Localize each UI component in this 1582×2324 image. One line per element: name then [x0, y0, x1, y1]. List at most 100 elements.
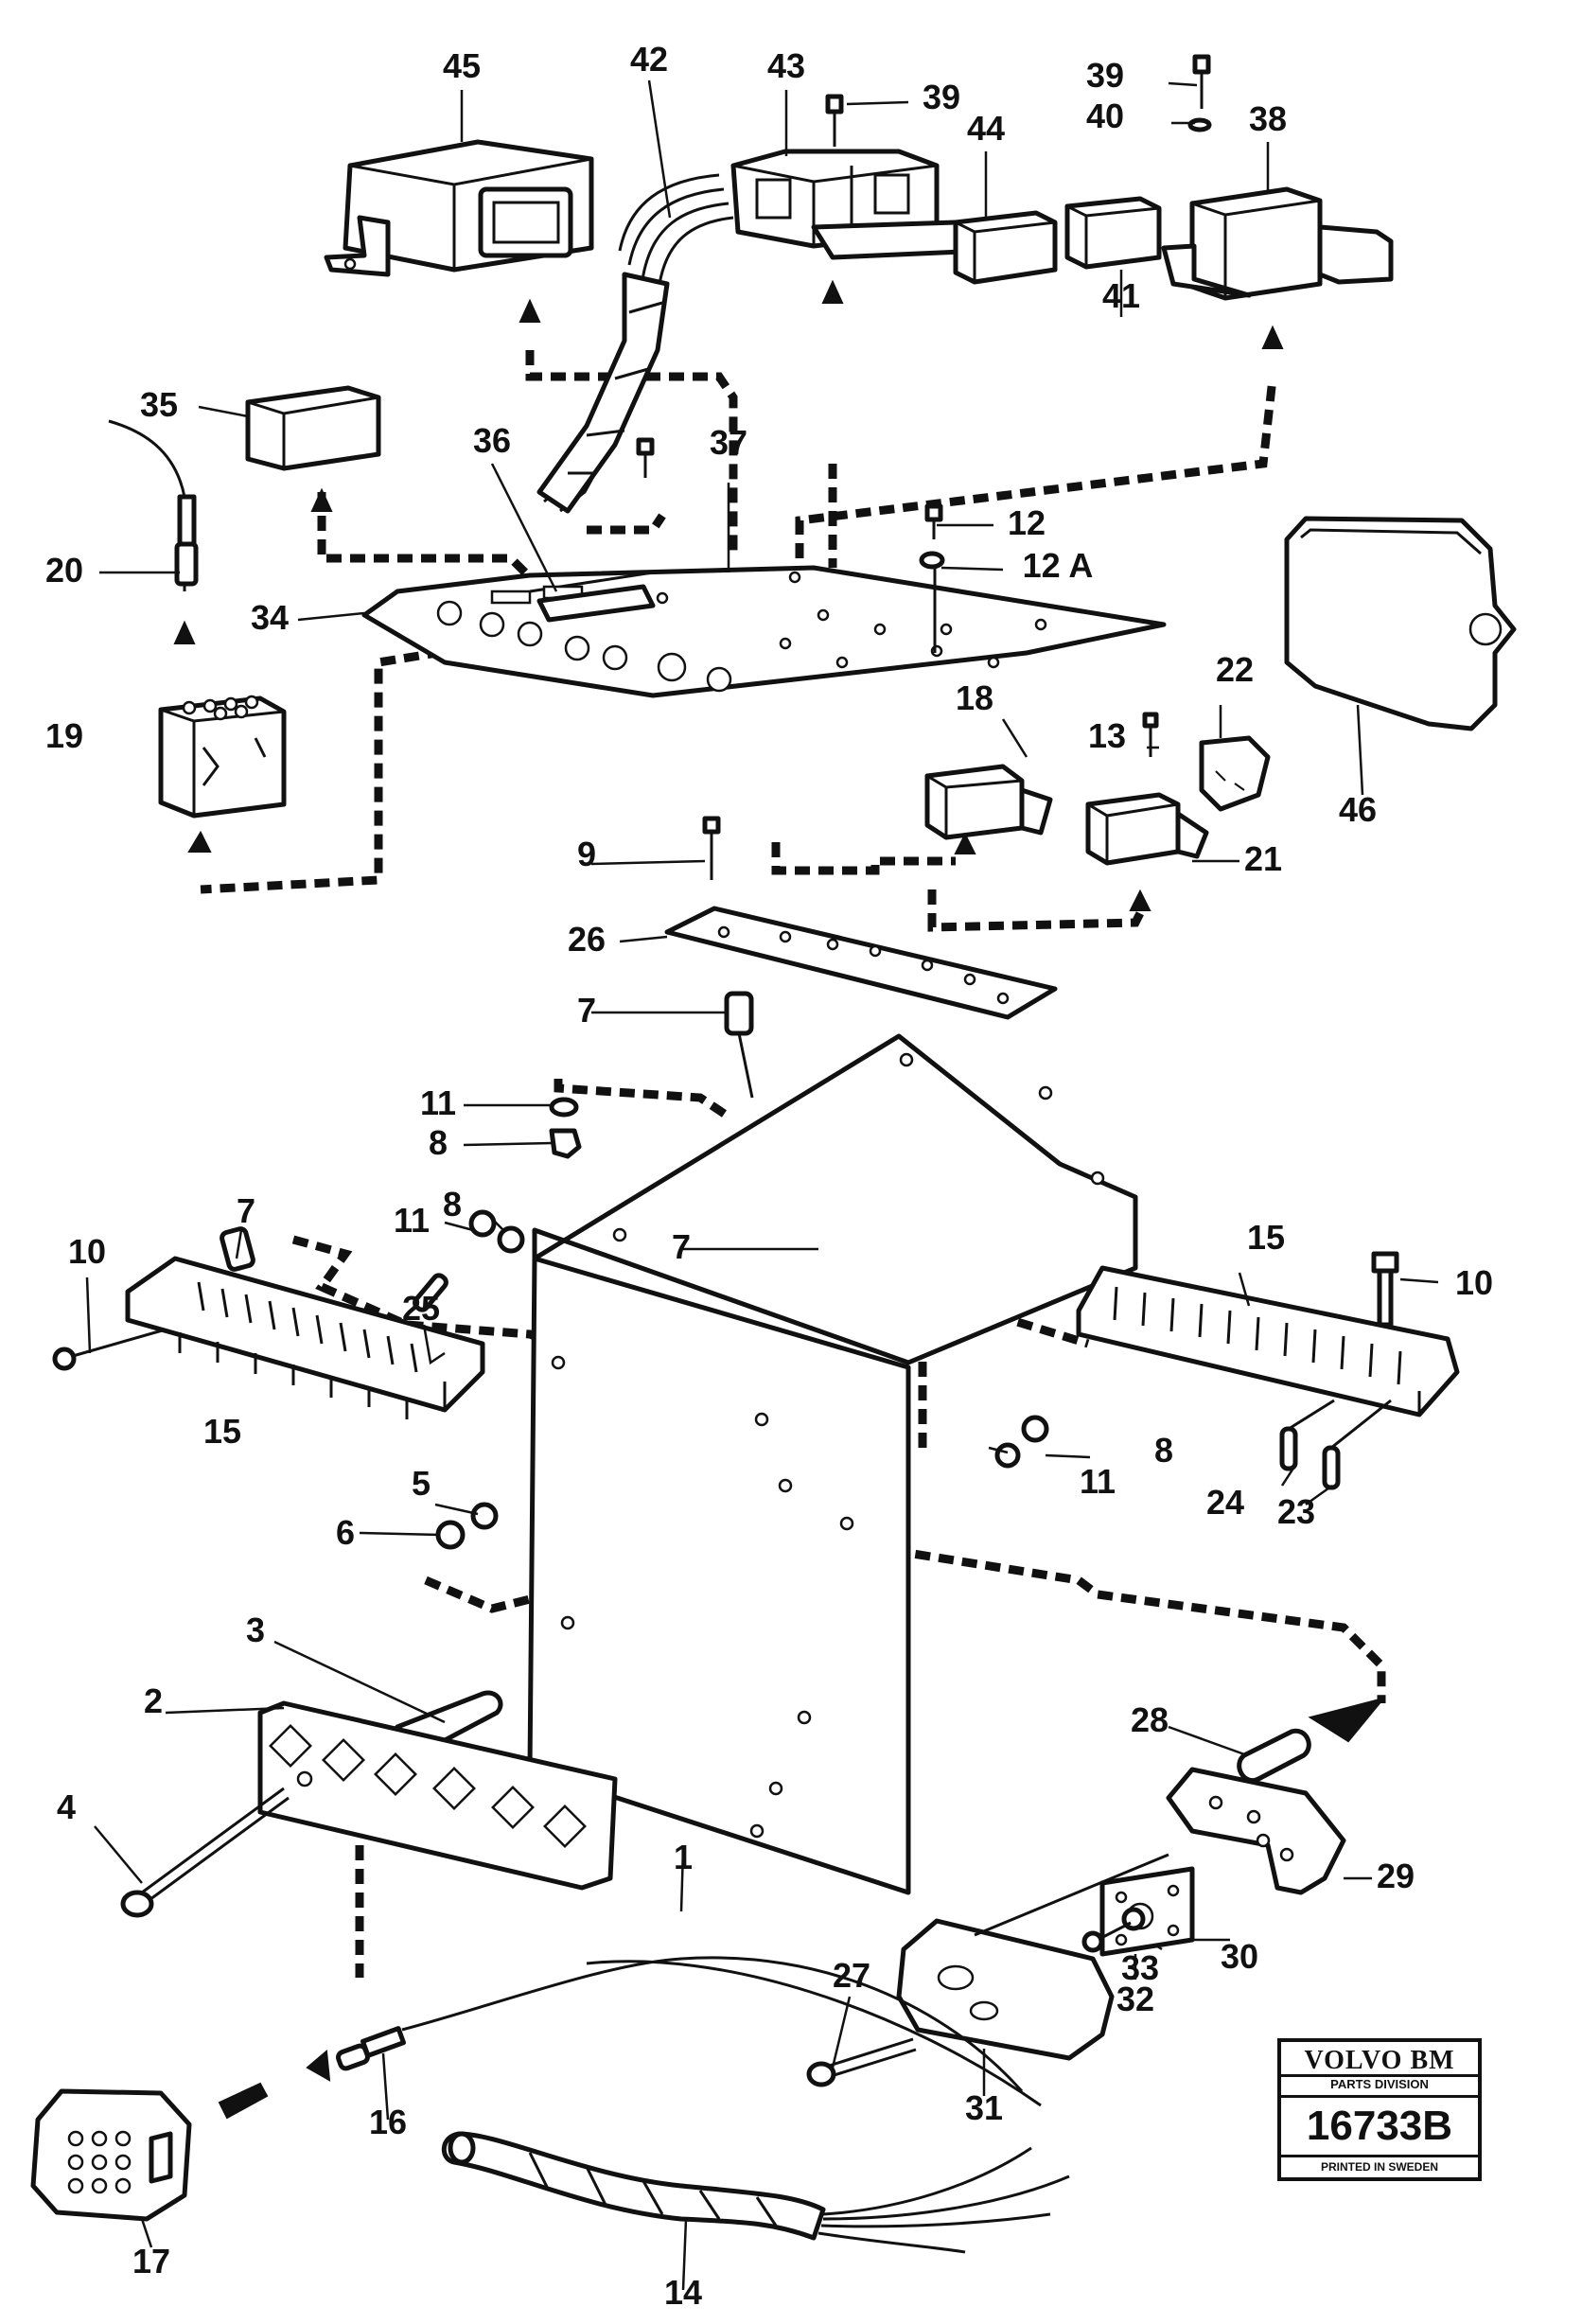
part-label-41: 41	[1102, 276, 1140, 315]
nut-8-washer-11-right	[994, 1415, 1049, 1469]
flasher-38	[1161, 186, 1394, 301]
fusebox-15-right	[1076, 1251, 1460, 1490]
part-label-27: 27	[833, 1956, 870, 1995]
screw-10-left	[52, 1328, 167, 1371]
socket-22	[1199, 735, 1271, 812]
part-label-15a: 15	[203, 1412, 241, 1451]
part-label-33: 33	[1121, 1948, 1159, 1987]
cover-31	[896, 1853, 1169, 2061]
mounting-plate-34	[361, 565, 1167, 698]
part-label-8a: 8	[429, 1123, 448, 1162]
part-label-11c: 11	[1080, 1462, 1116, 1501]
spacer-28	[1237, 1728, 1311, 1784]
part-label-24: 24	[1206, 1483, 1244, 1522]
cover-46	[1284, 516, 1517, 731]
plate-30	[1099, 1866, 1195, 1957]
part-label-14: 14	[664, 2273, 702, 2312]
part-label-16: 16	[369, 2103, 407, 2141]
part-label-9: 9	[577, 835, 596, 873]
connector-17	[30, 2088, 192, 2222]
terminal-16	[336, 1956, 1042, 2107]
screws-upper	[636, 54, 1212, 880]
part-label-17: 17	[132, 2242, 170, 2280]
bolt-4	[120, 1787, 290, 1918]
screw-32-washer-33	[1081, 1907, 1146, 1953]
part-label-13: 13	[1088, 716, 1126, 755]
part-label-18: 18	[956, 678, 993, 717]
bracket-29	[1166, 1767, 1346, 1895]
part-label-40: 40	[1086, 97, 1124, 135]
connector-19	[158, 695, 287, 819]
control-unit-45	[324, 139, 594, 277]
cable-14	[441, 2131, 1070, 2254]
washer-11-nut-8-top	[549, 1097, 582, 1159]
part-label-21: 21	[1244, 839, 1282, 878]
part-label-46: 46	[1339, 790, 1377, 829]
part-label-7b: 7	[672, 1227, 691, 1266]
part-label-26: 26	[568, 920, 606, 959]
part-label-39a: 39	[923, 78, 960, 116]
relay-holder-43	[730, 149, 987, 260]
relay-35	[245, 385, 381, 471]
part-label-32: 32	[1116, 1980, 1154, 2018]
part-label-45: 45	[443, 46, 481, 85]
spacer-7-top	[724, 991, 754, 1099]
drawing-number: 16733B	[1281, 2095, 1478, 2157]
part-label-34: 34	[251, 598, 289, 637]
terminal-20	[108, 419, 199, 591]
part-label-15b: 15	[1247, 1218, 1285, 1257]
logo-division: PARTS DIVISION	[1330, 2077, 1429, 2091]
part-label-19: 19	[45, 716, 83, 755]
panel-2	[257, 1700, 618, 1891]
nut-8-washer-11-left	[468, 1209, 525, 1254]
relay-44	[953, 210, 1058, 285]
part-label-28: 28	[1131, 1700, 1169, 1739]
part-label-35: 35	[140, 385, 178, 424]
part-label-20: 20	[45, 551, 83, 590]
part-label-23: 23	[1277, 1492, 1315, 1531]
part-label-10a: 10	[68, 1232, 106, 1271]
bracket-1	[527, 1033, 1138, 1895]
part-label-44: 44	[967, 109, 1005, 148]
part-label-31: 31	[965, 2088, 1003, 2127]
part-label-10b: 10	[1455, 1263, 1493, 1302]
screw-27	[806, 2037, 917, 2087]
volvo-bm-logo-box: VOLVO BM PARTS DIVISION 16733B PRINTED I…	[1277, 2038, 1482, 2181]
leader-lines	[85, 79, 1439, 2291]
part-label-38: 38	[1249, 99, 1287, 138]
part-label-37: 37	[710, 423, 747, 462]
part-label-6: 6	[336, 1513, 355, 1552]
part-label-7c: 7	[237, 1191, 255, 1230]
fuse-25	[413, 1273, 448, 1312]
part-label-1: 1	[674, 1838, 693, 1876]
part-label-4: 4	[57, 1787, 76, 1826]
part-label-11b: 11	[394, 1201, 430, 1240]
logo-brand: VOLVO BM	[1281, 2042, 1478, 2077]
part-label-36: 36	[473, 421, 511, 460]
part-label-30: 30	[1221, 1937, 1258, 1976]
wire-harness-42	[536, 173, 734, 514]
part-label-12A: 12 A	[1023, 546, 1094, 585]
part-label-22: 22	[1216, 650, 1254, 689]
part-label-8c: 8	[1154, 1431, 1173, 1470]
arrow-to-17	[218, 2050, 331, 2120]
relay-41	[1064, 196, 1162, 270]
fusebox-15-left	[125, 1226, 485, 1419]
part-label-2: 2	[144, 1681, 163, 1720]
printed-in-label: PRINTED IN SWEDEN	[1320, 2160, 1438, 2174]
part-label-12: 12	[1008, 503, 1046, 542]
part-label-25: 25	[402, 1289, 440, 1328]
arrow-heads	[173, 279, 1386, 1743]
part-label-11a: 11	[420, 1083, 456, 1122]
part-label-39b: 39	[1086, 56, 1124, 95]
part-label-7a: 7	[577, 991, 596, 1030]
part-label-8b: 8	[443, 1185, 462, 1224]
relay-21	[1085, 792, 1209, 866]
part-label-5: 5	[412, 1464, 431, 1503]
plate-26	[664, 906, 1058, 1020]
part-label-42: 42	[630, 40, 668, 79]
part-label-29: 29	[1377, 1857, 1415, 1895]
